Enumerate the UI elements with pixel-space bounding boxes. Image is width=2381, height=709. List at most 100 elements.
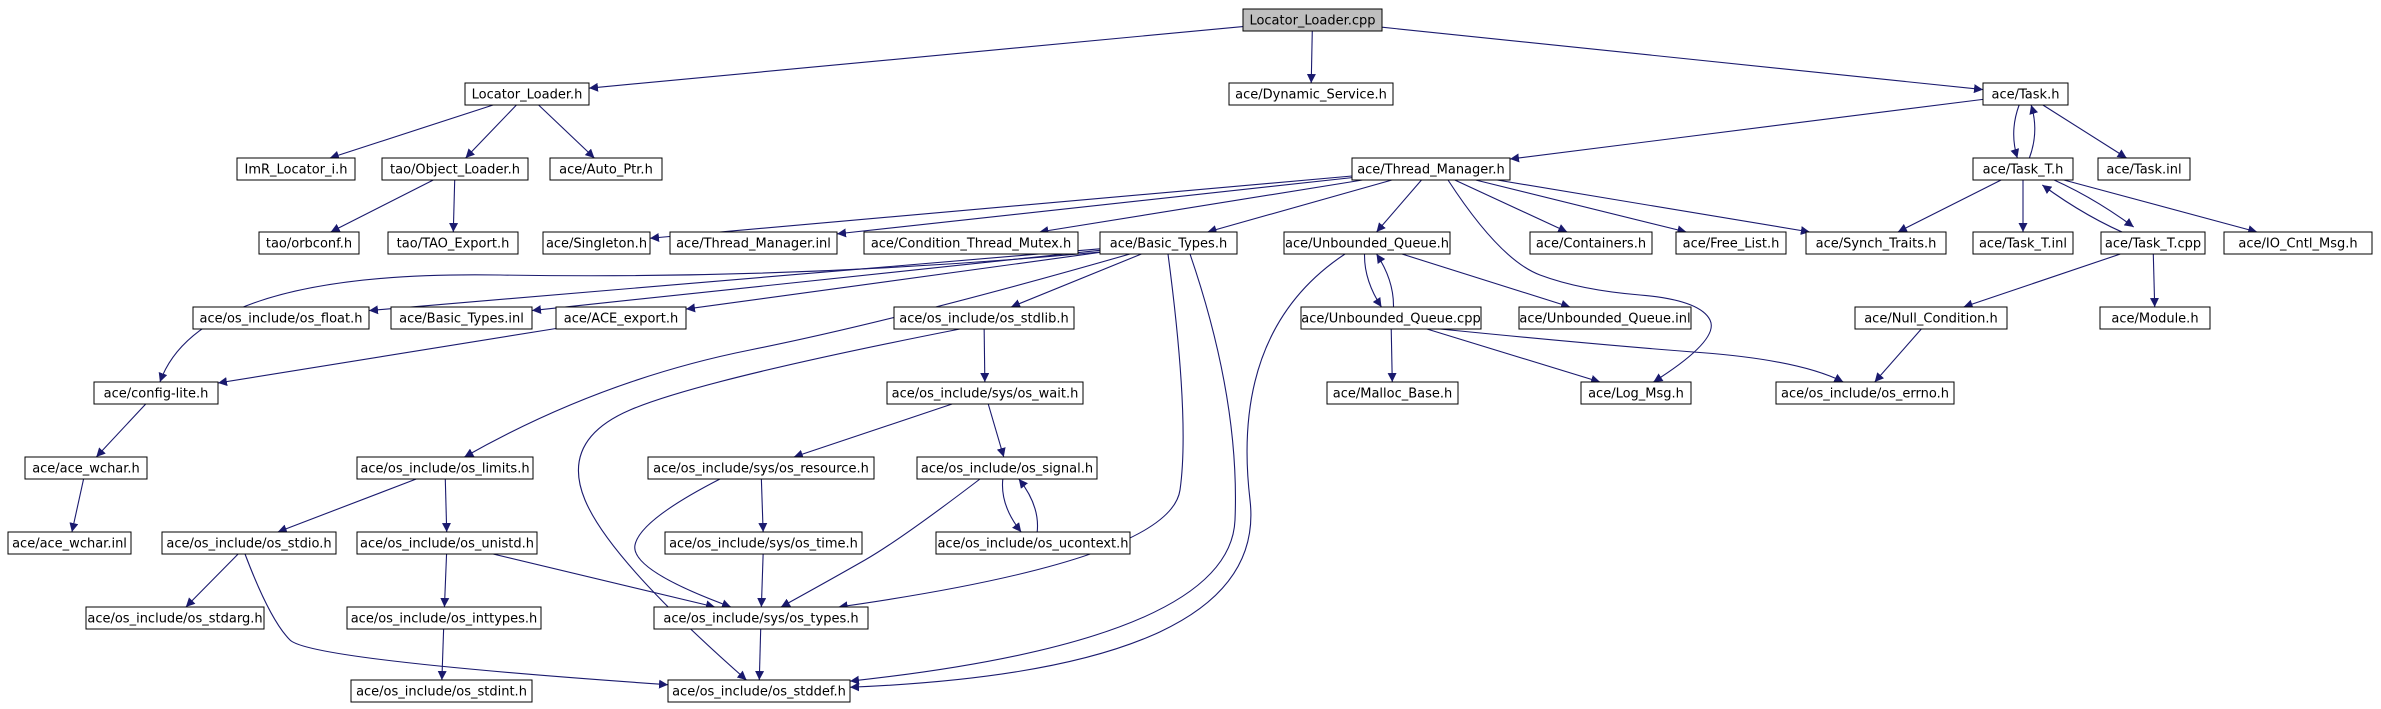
node-containers-h[interactable]: ace/Containers.h — [1529, 231, 1653, 255]
node-label: ace/Basic_Types.h — [1110, 237, 1227, 252]
node-box — [549, 157, 663, 181]
node-auto-ptr-h[interactable]: ace/Auto_Ptr.h — [549, 157, 663, 181]
edge-unbounded_queue_cpp-to-os_errno_h — [1439, 328, 1844, 383]
node-os-unistd-h[interactable]: ace/os_include/os_unistd.h — [356, 531, 538, 555]
node-label: ace/IO_Cntl_Msg.h — [2238, 237, 2357, 252]
edge-os_inttypes_h-to-os_stdint_h — [437, 628, 447, 681]
edge-basic_types_h-to-os_types_h — [838, 253, 1184, 611]
edge-os_stdlib_h-to-os_stddef_h — [577, 328, 961, 681]
node-box — [664, 531, 863, 555]
node-label: Locator_Loader.cpp — [1249, 14, 1375, 29]
node-label: ace/Task_T.cpp — [2105, 237, 2201, 252]
node-os-float-h[interactable]: ace/os_include/os_float.h — [192, 306, 370, 330]
node-os-time-h[interactable]: ace/os_include/sys/os_time.h — [664, 531, 863, 555]
node-os-types-h[interactable]: ace/os_include/sys/os_types.h — [653, 606, 869, 630]
node-basic-types-h[interactable]: ace/Basic_Types.h — [1099, 231, 1238, 255]
node-synch-traits-h[interactable]: ace/Synch_Traits.h — [1805, 231, 1947, 255]
node-box — [542, 231, 651, 255]
node-io-cntl-msg-h[interactable]: ace/IO_Cntl_Msg.h — [2223, 231, 2373, 255]
edge-os_stdio_h-to-os_stddef_h — [244, 553, 669, 689]
node-os-stdarg-h[interactable]: ace/os_include/os_stdarg.h — [85, 606, 265, 630]
edge-object_loader_h-to-tao_export_h — [449, 179, 459, 233]
node-os-wait-h[interactable]: ace/os_include/sys/os_wait.h — [886, 381, 1084, 405]
node-task-t-inl[interactable]: ace/Task_T.inl — [1972, 231, 2074, 255]
node-os-stdlib-h[interactable]: ace/os_include/os_stdlib.h — [893, 306, 1075, 330]
node-config-lite-h[interactable]: ace/config-lite.h — [93, 381, 219, 405]
node-thread-manager-h[interactable]: ace/Thread_Manager.h — [1351, 157, 1511, 181]
node-os-inttypes-h[interactable]: ace/os_include/os_inttypes.h — [346, 606, 542, 630]
node-box — [1242, 8, 1383, 32]
node-task-t-h[interactable]: ace/Task_T.h — [1972, 157, 2074, 181]
node-box — [1351, 157, 1511, 181]
node-unbounded-queue-h[interactable]: ace/Unbounded_Queue.h — [1283, 231, 1451, 255]
node-null-condition-h[interactable]: ace/Null_Condition.h — [1854, 306, 2008, 330]
node-object-loader-h[interactable]: tao/Object_Loader.h — [381, 157, 529, 181]
node-label: ace/os_include/os_limits.h — [360, 462, 529, 477]
node-orbconf-h[interactable]: tao/orbconf.h — [258, 231, 360, 255]
edge-thread_manager_h-to-synch_traits_h — [1497, 179, 1810, 235]
edge-config_lite_h-to-ace_wchar_h — [95, 403, 147, 458]
edge-object_loader_h-to-orbconf_h — [330, 179, 434, 233]
node-os-stddef-h[interactable]: ace/os_include/os_stddef.h — [667, 679, 851, 703]
node-label: tao/TAO_Export.h — [397, 237, 510, 252]
node-label: ace/Task.h — [1992, 88, 2060, 103]
node-box — [85, 606, 265, 630]
edge-basic_types_h-to-basic_types_inl — [531, 249, 1101, 315]
node-label: ace/os_include/os_inttypes.h — [351, 612, 538, 627]
edge-task_h-to-thread_manager_h — [1509, 98, 1984, 163]
node-locator-loader-h[interactable]: Locator_Loader.h — [464, 82, 590, 106]
node-box — [192, 306, 370, 330]
node-label: ace/Condition_Thread_Mutex.h — [871, 237, 1071, 252]
node-condition-thread-mutex-h[interactable]: ace/Condition_Thread_Mutex.h — [863, 231, 1079, 255]
node-locator-loader-cpp[interactable]: Locator_Loader.cpp — [1242, 8, 1383, 32]
node-os-stdio-h[interactable]: ace/os_include/os_stdio.h — [161, 531, 337, 555]
edge-thread_manager_h-to-log_msg_h — [1447, 179, 1712, 383]
node-thread-manager-inl[interactable]: ace/Thread_Manager.inl — [669, 231, 838, 255]
node-ace-wchar-inl[interactable]: ace/ace_wchar.inl — [7, 531, 132, 555]
edge-unbounded_queue_h-to-unbounded_queue_cpp — [1363, 253, 1382, 308]
node-box — [1300, 306, 1482, 330]
edge-basic_types_h-to-ace_export_h — [685, 251, 1101, 313]
node-task-t-cpp[interactable]: ace/Task_T.cpp — [2100, 231, 2206, 255]
node-free-list-h[interactable]: ace/Free_List.h — [1675, 231, 1787, 255]
edge-os_unistd_h-to-os_inttypes_h — [440, 553, 450, 608]
node-box — [667, 679, 851, 703]
node-os-resource-h[interactable]: ace/os_include/sys/os_resource.h — [647, 456, 875, 480]
edge-locator_loader_h-to-auto_ptr_h — [538, 104, 595, 159]
node-os-limits-h[interactable]: ace/os_include/os_limits.h — [356, 456, 534, 480]
node-basic-types-inl[interactable]: ace/Basic_Types.inl — [390, 306, 533, 330]
node-ace-wchar-h[interactable]: ace/ace_wchar.h — [24, 456, 148, 480]
edge-task_t_cpp-to-task_t_h — [2041, 184, 2134, 238]
node-tao-export-h[interactable]: tao/TAO_Export.h — [387, 231, 519, 255]
node-dynamic-service-h[interactable]: ace/Dynamic_Service.h — [1228, 82, 1394, 106]
edge-locator_loader_h-to-object_loader_h — [465, 104, 517, 159]
node-malloc-base-h[interactable]: ace/Malloc_Base.h — [1326, 381, 1459, 405]
edge-os_resource_h-to-os_types_h — [634, 478, 732, 609]
node-os-stdint-h[interactable]: ace/os_include/os_stdint.h — [350, 679, 533, 703]
node-task-inl[interactable]: ace/Task.inl — [2097, 157, 2191, 181]
node-box — [1529, 231, 1653, 255]
node-box — [1228, 82, 1394, 106]
edge-os_types_h-to-os_stddef_h — [755, 628, 765, 681]
node-os-signal-h[interactable]: ace/os_include/os_signal.h — [916, 456, 1098, 480]
node-box — [647, 456, 875, 480]
node-box — [916, 456, 1098, 480]
node-unbounded-queue-inl[interactable]: ace/Unbounded_Queue.inl — [1518, 306, 1692, 330]
node-label: ace/Synch_Traits.h — [1816, 237, 1937, 252]
node-ace-export-h[interactable]: ace/ACE_export.h — [555, 306, 687, 330]
node-label: ace/Dynamic_Service.h — [1235, 88, 1387, 103]
node-unbounded-queue-cpp[interactable]: ace/Unbounded_Queue.cpp — [1300, 306, 1482, 330]
node-label: ace/Free_List.h — [1683, 237, 1780, 252]
node-module-h[interactable]: ace/Module.h — [2099, 306, 2211, 330]
edge-os_time_h-to-os_types_h — [757, 553, 767, 608]
node-box — [1099, 231, 1238, 255]
node-os-ucontext-h[interactable]: ace/os_include/os_ucontext.h — [935, 531, 1131, 555]
node-imr-locator-i-h[interactable]: ImR_Locator_i.h — [236, 157, 356, 181]
node-os-errno-h[interactable]: ace/os_include/os_errno.h — [1775, 381, 1955, 405]
node-task-h[interactable]: ace/Task.h — [1982, 82, 2069, 106]
node-log-msg-h[interactable]: ace/Log_Msg.h — [1580, 381, 1692, 405]
node-box — [258, 231, 360, 255]
node-singleton-h[interactable]: ace/Singleton.h — [542, 231, 651, 255]
node-label: ace/Singleton.h — [546, 237, 647, 252]
